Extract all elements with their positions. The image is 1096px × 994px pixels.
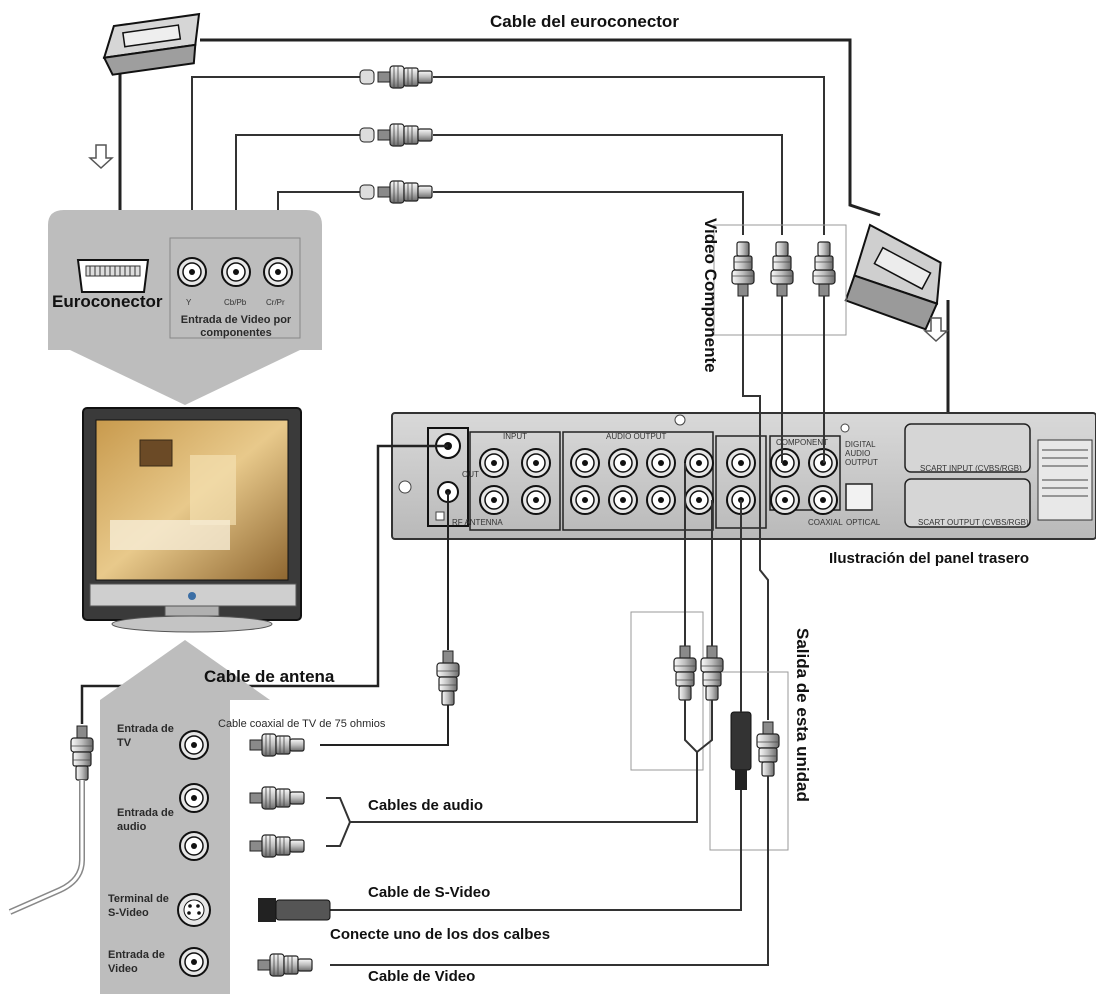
audio-cables-label: Cables de audio: [368, 797, 483, 814]
panel-scart-input-label: SCART INPUT (CVBS/RGB): [920, 464, 1022, 473]
coax-cable-label: Cable coaxial de TV de 75 ohmios: [218, 718, 385, 730]
video-cable-label: Cable de Video: [368, 968, 475, 985]
antenna-cable-label: Cable de antena: [204, 667, 334, 687]
panel-input-label: INPUT: [503, 432, 527, 441]
scart-cable-label: Cable del euroconector: [490, 12, 679, 32]
port-crpr-label: Cr/Pr: [266, 298, 285, 307]
panel-rf-antenna-label: RF ANTENNA: [452, 518, 503, 527]
down-arrow-icon: [90, 145, 112, 168]
panel-scart-output-label: SCART OUTPUT (CVBS/RGB): [918, 518, 1029, 527]
panel-out-label: OUT: [462, 470, 479, 479]
component-input-label: Entrada de Video por componentes: [172, 314, 300, 340]
panel-digital-audio-label: DIGITAL AUDIO OUTPUT: [845, 440, 895, 467]
output-unit-label: Salida de esta unidad: [792, 628, 812, 802]
svideo-plug-icon: [258, 500, 751, 922]
tv-monitor-icon: [83, 408, 301, 632]
connect-one-label: Conecte uno de los dos calbes: [330, 926, 550, 943]
port-cbpb-label: Cb/Pb: [224, 298, 246, 307]
video-component-label: Video Componente: [700, 218, 720, 373]
port-y-label: Y: [186, 298, 191, 307]
video-input-label: Entrada de Video: [108, 948, 172, 976]
panel-coaxial-label: COAXIAL: [808, 518, 843, 527]
scart-plug-left-icon: [100, 14, 206, 75]
svideo-terminal-label: Terminal de S-Video: [108, 892, 172, 920]
panel-audio-output-label: AUDIO OUTPUT: [606, 432, 666, 441]
panel-component-label: COMPONENT: [776, 438, 828, 447]
panel-optical-label: OPTICAL: [846, 518, 880, 527]
scart-socket-icon: [78, 260, 148, 292]
rear-panel-label: Ilustración del panel trasero: [829, 550, 1029, 567]
audio-input-label: Entrada de audio: [117, 806, 177, 834]
tv-input-label: Entrada de TV: [117, 722, 177, 750]
euroconnector-label: Euroconector: [52, 292, 163, 312]
svideo-cable-label: Cable de S-Video: [368, 884, 490, 901]
